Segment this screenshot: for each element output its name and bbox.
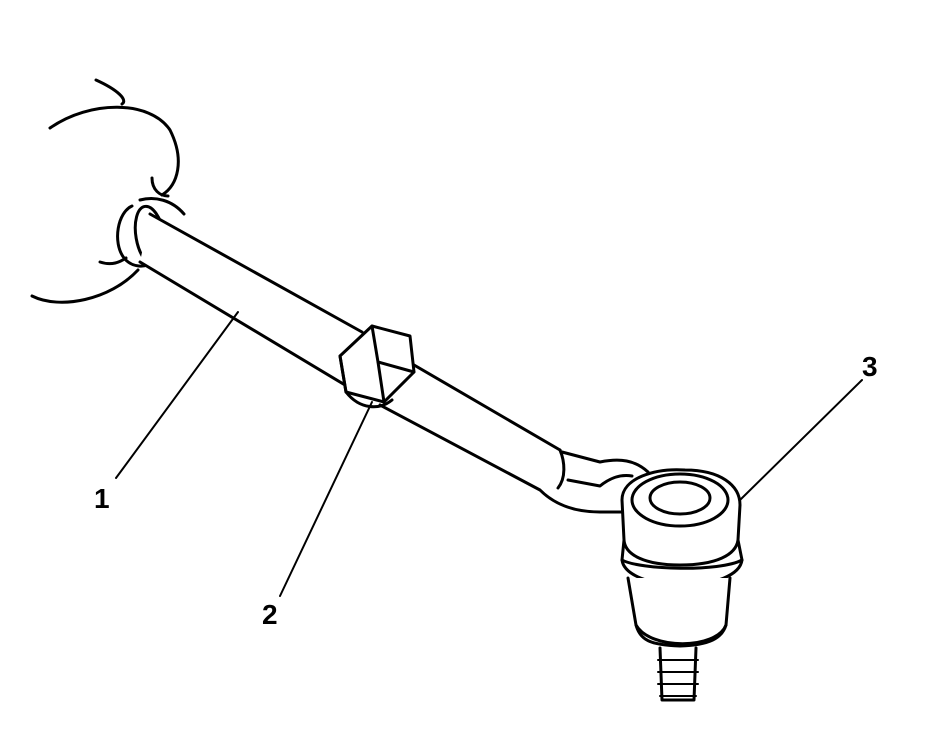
callout-3: 3: [862, 351, 878, 382]
rack-boot: [30, 78, 180, 304]
ball-joint: [620, 468, 744, 648]
inner-tie-rod: [138, 212, 364, 387]
leader-lines: [115, 311, 863, 597]
callout-1: 1: [94, 483, 110, 514]
jam-nut: [338, 324, 416, 409]
callout-2: 2: [262, 599, 278, 630]
outer-tie-rod-body: [378, 356, 650, 520]
leader-line-2: [279, 401, 373, 597]
leader-line-1: [115, 311, 239, 479]
threaded-stud: [657, 646, 699, 702]
leader-line-3: [739, 379, 863, 501]
